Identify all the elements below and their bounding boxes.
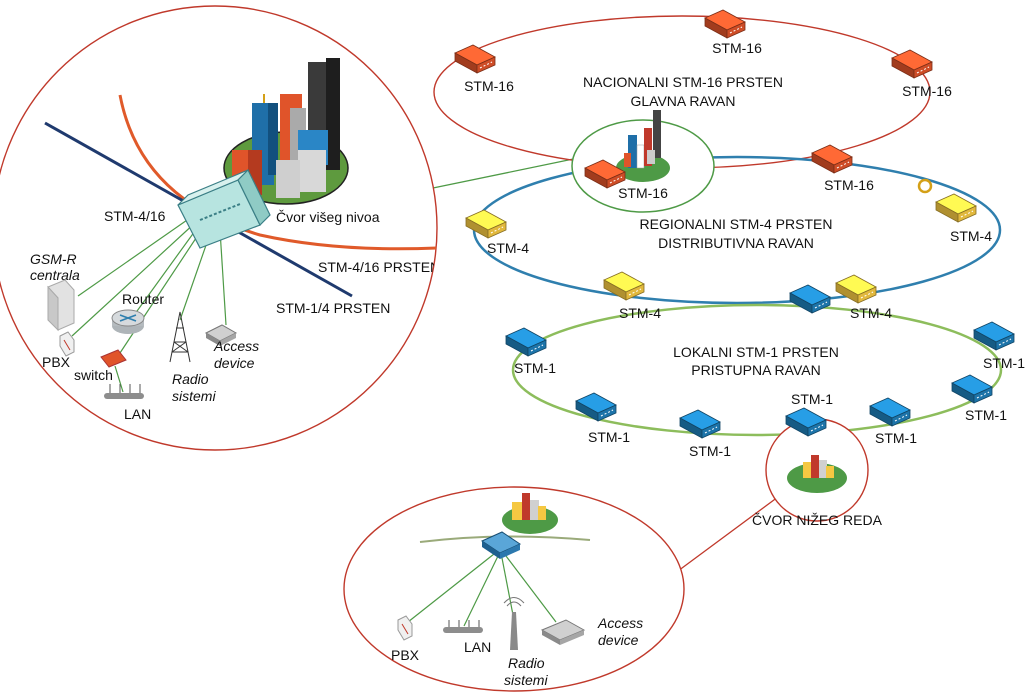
pbx-icon xyxy=(59,331,75,357)
gsm-centrala-icon xyxy=(47,279,75,332)
stm1-4-ring-label: STM-1/4 PRSTEN xyxy=(276,300,390,316)
stm1-device-4 xyxy=(679,409,721,439)
switch-icon xyxy=(100,349,127,368)
stm4-label-4: STM-4 xyxy=(850,305,892,321)
national-ring-caption-1: NACIONALNI STM-16 PRSTEN xyxy=(583,74,783,90)
lan-icon xyxy=(104,384,144,399)
lower-node-town-icon xyxy=(787,455,847,493)
stm1-device-3 xyxy=(575,392,617,422)
stm16-label-3: STM-16 xyxy=(902,83,952,99)
local-ring-caption-1: LOKALNI STM-1 PRSTEN xyxy=(673,344,839,360)
national-ring-caption-2: GLAVNA RAVAN xyxy=(630,93,735,109)
stm4-label-1: STM-4 xyxy=(487,240,529,256)
pbx-label: PBX xyxy=(42,354,71,370)
stm1-label-5: STM-1 xyxy=(791,391,833,407)
bottom-access-device-icon xyxy=(540,619,586,645)
gsm-label-2: centrala xyxy=(30,267,80,283)
stm1-label-3: STM-1 xyxy=(588,429,630,445)
stm4-label-3: STM-4 xyxy=(619,305,661,321)
stm1-label-1: STM-1 xyxy=(514,360,556,376)
stm16-label-4: STM-16 xyxy=(618,185,668,201)
local-ring xyxy=(511,303,1003,437)
bottom-access-label-1: Access xyxy=(597,615,643,631)
router-label: Router xyxy=(122,291,164,307)
stm16-device-2 xyxy=(704,9,746,39)
stm1-device-8 xyxy=(789,284,831,314)
stm4-devices xyxy=(465,193,977,304)
stm16-device-3 xyxy=(891,49,933,79)
higher-node-label: Čvor višeg nivoa xyxy=(276,209,380,225)
switch-lan-line xyxy=(114,365,124,393)
stm4-16-ring-line xyxy=(118,94,437,251)
local-ring-caption-2: PRISTUPNA RAVAN xyxy=(691,362,820,378)
bottom-pbx-icon xyxy=(397,615,413,641)
stm4-device-2 xyxy=(935,193,977,223)
bottom-pbx-label: PBX xyxy=(391,647,420,663)
stm1-label-4: STM-1 xyxy=(689,443,731,459)
bottom-access-lines xyxy=(407,553,557,627)
stm16-devices xyxy=(454,9,933,189)
stm4-device-1 xyxy=(465,209,507,239)
stm16-device-5 xyxy=(811,144,853,174)
stm16-label-5: STM-16 xyxy=(824,177,874,193)
stm1-device-1 xyxy=(505,327,547,357)
stm1-label-2: STM-1 xyxy=(983,355,1025,371)
bottom-access-label-2: device xyxy=(598,632,639,648)
stm1-devices xyxy=(505,284,1015,439)
bottom-mux-device xyxy=(480,531,522,559)
main-mux-label: STM-4/16 xyxy=(104,208,166,224)
bottom-zoom-ellipse xyxy=(343,486,685,692)
regional-ring-caption-1: REGIONALNI STM-4 PRSTEN xyxy=(640,216,833,232)
stm1-label-6: STM-1 xyxy=(875,430,917,446)
lan-label: LAN xyxy=(124,406,151,422)
radio-label-2: sistemi xyxy=(172,388,216,404)
router-icon xyxy=(111,309,145,334)
access-device-icon xyxy=(204,324,238,346)
bottom-lan-label: LAN xyxy=(464,639,491,655)
top-zoom-connector xyxy=(432,157,579,189)
stm4-16-ring-label: STM-4/16 PRSTEN xyxy=(318,259,440,275)
main-mux-device xyxy=(177,168,271,249)
access-label-2: device xyxy=(214,355,255,371)
stm1-device-5 xyxy=(785,407,827,437)
stm16-label-1: STM-16 xyxy=(464,78,514,94)
regional-ring-caption-2: DISTRIBUTIVNA RAVAN xyxy=(658,235,814,251)
stm4-label-2: STM-4 xyxy=(950,228,992,244)
bottom-town-icon xyxy=(502,493,558,534)
stm16-device-4 xyxy=(584,159,626,189)
bottom-radio-label-1: Radio xyxy=(508,655,545,671)
bottom-radio-label-2: sistemi xyxy=(504,672,548,688)
radio-tower-icon xyxy=(169,311,191,363)
regional-ring-junction xyxy=(917,178,933,194)
stm1-device-2 xyxy=(973,321,1015,351)
bottom-lan-icon xyxy=(443,620,483,633)
stm4-device-3 xyxy=(603,271,645,301)
stm1-device-7 xyxy=(951,374,993,404)
gsm-label-1: GSM-R xyxy=(30,251,77,267)
radio-label-1: Radio xyxy=(172,371,209,387)
stm16-device-1 xyxy=(454,44,496,74)
stm1-label-7: STM-1 xyxy=(965,407,1007,423)
access-label-1: Access xyxy=(213,338,259,354)
lower-node-label: ČVOR NIŽEG REDA xyxy=(752,512,883,528)
stm1-device-6 xyxy=(869,397,911,427)
switch-label: switch xyxy=(74,367,113,383)
mini-city-icon xyxy=(616,110,670,182)
bottom-radio-icon xyxy=(503,597,525,650)
stm4-device-4 xyxy=(835,274,877,304)
stm16-label-2: STM-16 xyxy=(712,40,762,56)
